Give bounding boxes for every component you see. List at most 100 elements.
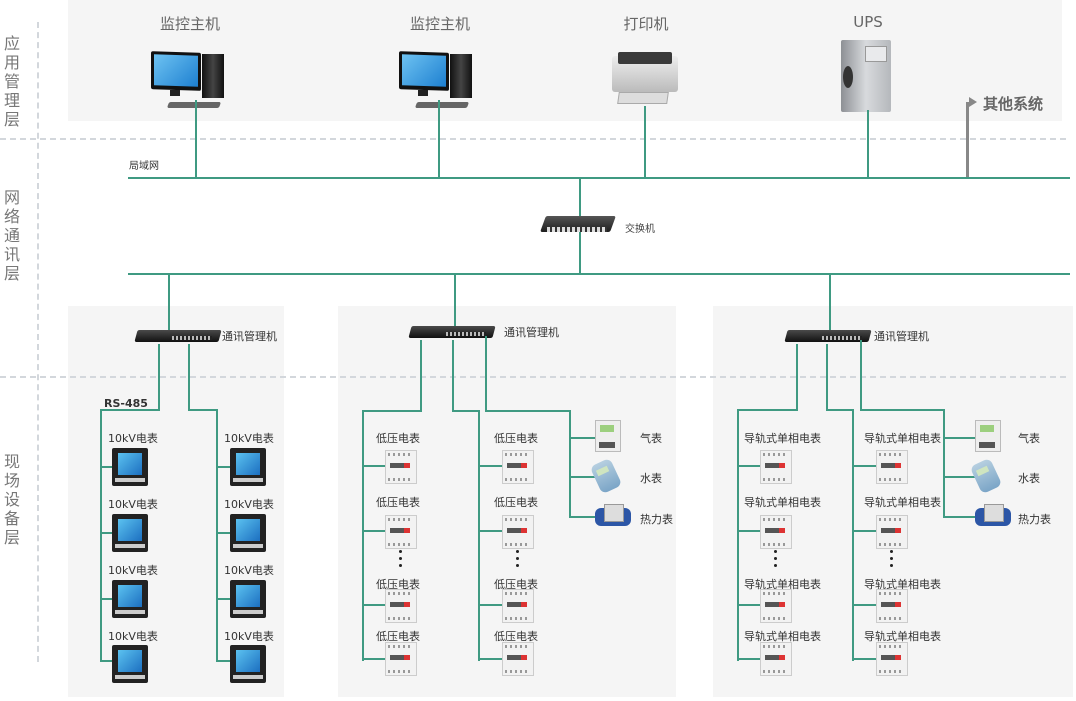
link-host-2 (438, 100, 440, 178)
meter-label: 低压电表 (376, 432, 420, 445)
g3-drop-b (826, 344, 828, 410)
utility-link (569, 437, 599, 439)
meter-link (362, 465, 385, 467)
g3-h-a (737, 409, 798, 411)
communication-manager-icon[interactable] (784, 326, 872, 348)
utility-link (943, 516, 979, 518)
g1-col1-spine (100, 409, 102, 661)
meter-link (737, 530, 760, 532)
meter-label: 低压电表 (376, 578, 420, 591)
meter-link (216, 466, 230, 468)
meter-link (100, 466, 112, 468)
gas-meter-icon[interactable] (595, 420, 621, 452)
g1-h-a (100, 409, 160, 411)
device-label-ups: UPS (853, 13, 883, 31)
power-meter-10kv-icon[interactable] (112, 514, 148, 552)
g1-col2-spine (216, 409, 218, 661)
meter-link (100, 598, 112, 600)
power-meter-10kv-icon[interactable] (230, 448, 266, 486)
g1-h-b (188, 409, 218, 411)
g3-drop-a (796, 344, 798, 410)
meter-label: 低压电表 (376, 496, 420, 509)
g2-col2-spine (478, 410, 480, 661)
g3-col2-spine (852, 409, 854, 661)
ellipsis-icon (516, 550, 520, 571)
g3-drop-c (860, 340, 862, 410)
meter-label: 导轨式单相电表 (864, 630, 941, 643)
meter-label: 低压电表 (494, 630, 538, 643)
meter-link (362, 530, 385, 532)
din-rail-meter-icon[interactable] (385, 515, 417, 549)
din-rail-meter-icon[interactable] (502, 589, 534, 623)
power-meter-10kv-icon[interactable] (230, 645, 266, 683)
din-rail-meter-icon[interactable] (876, 589, 908, 623)
link-manager-2 (454, 274, 456, 334)
device-label-monitor-host-2: 监控主机 (409, 15, 470, 33)
communication-manager-icon[interactable] (134, 326, 222, 348)
meter-label: 10kV电表 (224, 630, 274, 643)
din-rail-meter-icon[interactable] (385, 589, 417, 623)
utility-meter-label: 气表 (1018, 432, 1040, 445)
din-rail-meter-icon[interactable] (760, 515, 792, 549)
din-rail-meter-icon[interactable] (876, 642, 908, 676)
din-rail-meter-icon[interactable] (760, 589, 792, 623)
g3-h-b (826, 409, 854, 411)
ellipsis-icon (890, 550, 894, 571)
computer-icon[interactable] (148, 44, 238, 116)
ellipsis-icon (774, 550, 778, 571)
din-rail-meter-icon[interactable] (502, 450, 534, 484)
layer-label-network: 网络通讯层 (3, 188, 20, 283)
lan-label: 局域网 (129, 161, 159, 172)
printer-icon[interactable] (608, 50, 684, 106)
ups-icon[interactable] (841, 40, 891, 112)
utility-meter-label: 热力表 (640, 513, 673, 526)
din-rail-meter-icon[interactable] (502, 515, 534, 549)
meter-label: 导轨式单相电表 (744, 578, 821, 591)
power-meter-10kv-icon[interactable] (230, 580, 266, 618)
meter-link (216, 660, 230, 662)
power-meter-10kv-icon[interactable] (230, 514, 266, 552)
other-systems-label[interactable]: 其他系统 (983, 95, 1044, 113)
meter-link (362, 604, 385, 606)
heat-meter-icon[interactable] (595, 504, 631, 530)
device-label-printer: 打印机 (623, 15, 669, 33)
communication-manager-icon[interactable] (408, 322, 496, 344)
meter-label: 10kV电表 (108, 432, 158, 445)
meter-link (478, 465, 502, 467)
power-meter-10kv-icon[interactable] (112, 448, 148, 486)
manager-label-2: 通讯管理机 (504, 326, 559, 339)
din-rail-meter-icon[interactable] (760, 450, 792, 484)
utility-meter-label: 水表 (1018, 472, 1040, 485)
heat-meter-icon[interactable] (975, 504, 1011, 530)
g1-drop-a (158, 344, 160, 410)
application-layer-panel (68, 0, 1062, 121)
link-ups (867, 110, 869, 178)
power-meter-10kv-icon[interactable] (112, 645, 148, 683)
din-rail-meter-icon[interactable] (760, 642, 792, 676)
meter-link (216, 598, 230, 600)
meter-label: 低压电表 (494, 578, 538, 591)
layer-label-field: 现场设备层 (3, 452, 20, 547)
manager-label-3: 通讯管理机 (874, 330, 929, 343)
meter-link (100, 660, 112, 662)
field-group-3-panel (713, 306, 1073, 697)
layer-label-divider (37, 22, 39, 662)
meter-link (852, 465, 876, 467)
switch-icon[interactable] (540, 212, 616, 236)
din-rail-meter-icon[interactable] (385, 642, 417, 676)
meter-label: 10kV电表 (224, 564, 274, 577)
din-rail-meter-icon[interactable] (876, 515, 908, 549)
meter-link (478, 604, 502, 606)
meter-label: 导轨式单相电表 (864, 496, 941, 509)
meter-link (216, 532, 230, 534)
meter-label: 导轨式单相电表 (744, 432, 821, 445)
meter-label: 10kV电表 (108, 498, 158, 511)
din-rail-meter-icon[interactable] (502, 642, 534, 676)
network-bus (128, 273, 1070, 275)
din-rail-meter-icon[interactable] (385, 450, 417, 484)
power-meter-10kv-icon[interactable] (112, 580, 148, 618)
din-rail-meter-icon[interactable] (876, 450, 908, 484)
computer-icon[interactable] (396, 44, 486, 116)
gas-meter-icon[interactable] (975, 420, 1001, 452)
link-printer (644, 106, 646, 178)
